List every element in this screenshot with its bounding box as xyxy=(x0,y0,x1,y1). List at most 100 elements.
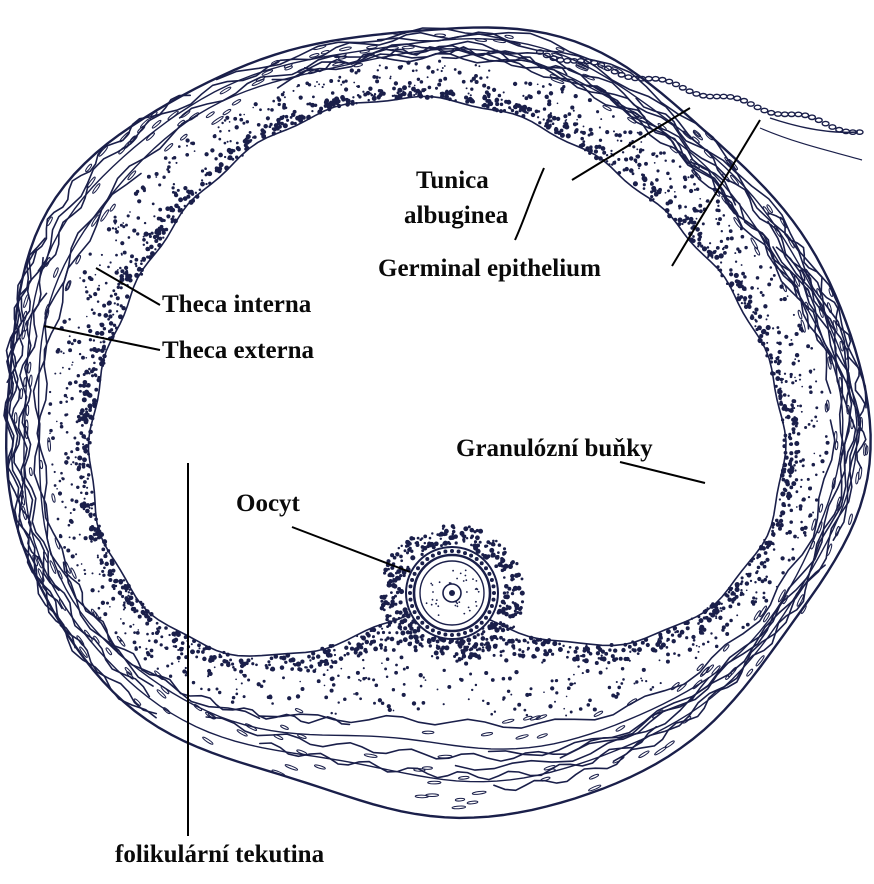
theca-cell-dot xyxy=(355,670,360,675)
theca-cell-dot xyxy=(218,137,222,141)
granulosa-cell-dot xyxy=(265,665,269,670)
cumulus-cell-dot xyxy=(400,559,404,563)
theca-cell-dot xyxy=(354,71,358,75)
theca-cell-dot xyxy=(235,688,238,691)
theca-cell-dot xyxy=(380,701,385,706)
granulosa-cell-dot xyxy=(486,104,489,107)
granulosa-cell-dot xyxy=(381,630,386,635)
theca-cell-dot xyxy=(143,221,147,225)
granulosa-cell-dot xyxy=(411,86,416,92)
theca-cell-dot xyxy=(582,125,585,128)
layer-contour xyxy=(4,26,872,820)
ooplasm-granule xyxy=(437,605,440,608)
germinal-epithelium-label: Germinal epithelium xyxy=(378,255,601,282)
spindle-nucleus xyxy=(794,274,801,287)
cumulus-cell-dot xyxy=(435,639,440,644)
theca-cell-dot xyxy=(490,678,495,682)
granulosa-cell-dot xyxy=(791,427,796,432)
theca-cell-dot xyxy=(740,264,743,266)
theca-cell-dot xyxy=(688,188,694,194)
granulosa-cell-dot xyxy=(356,642,361,647)
theca-cell-dot xyxy=(138,645,142,649)
theca-cell-dot xyxy=(88,328,93,334)
granulosa-cell-dot xyxy=(715,615,718,618)
granulosa-cell-dot xyxy=(159,224,164,229)
layer-contour xyxy=(37,47,844,750)
granulosa-cell-dot xyxy=(504,641,509,646)
cumulus-cell-dot xyxy=(503,576,506,579)
cumulus-cell-dot xyxy=(487,626,492,631)
granulosa-cell-dot xyxy=(171,215,175,218)
theca-cell-dot xyxy=(114,227,118,231)
theca-cell-dot xyxy=(804,534,807,537)
spindle-nucleus xyxy=(51,493,56,503)
theca-cell-dot xyxy=(573,93,578,99)
spindle-nucleus xyxy=(750,237,759,250)
cumulus-cell-dot xyxy=(520,600,525,604)
theca-cell-dot xyxy=(517,702,522,707)
granulosa-cell-dot xyxy=(621,647,626,653)
theca-cell-dot xyxy=(99,616,102,619)
granulosa-cell-dot xyxy=(183,186,188,191)
theca-cell-dot xyxy=(182,669,187,674)
granulosa-cell-dot xyxy=(126,600,132,605)
granulosa-cell-dot xyxy=(359,645,364,650)
granulosa-cell-dot xyxy=(488,101,494,107)
theca-cell-dot xyxy=(175,161,178,164)
theca-cell-dot xyxy=(282,102,287,107)
theca-cell-dot xyxy=(248,130,252,134)
spindle-nucleus xyxy=(193,704,203,712)
granulosa-cell-dot xyxy=(251,662,255,666)
granulosa-cell-dot xyxy=(485,637,489,641)
theca-cell-dot xyxy=(667,189,670,193)
epithelial-cell xyxy=(835,126,844,133)
spindle-nucleus xyxy=(273,734,284,740)
theca-cell-dot xyxy=(402,667,406,671)
theca-cell-dot xyxy=(815,406,819,410)
theca-cell-dot xyxy=(785,531,789,535)
granulosa-cell-dot xyxy=(381,638,384,641)
theca-cell-dot xyxy=(80,563,83,565)
granulosa-cell-dot xyxy=(118,578,124,584)
cumulus-cell-dot xyxy=(441,527,445,530)
spindle-nucleus xyxy=(818,503,824,513)
spindle-nucleus xyxy=(669,145,678,154)
theca-cell-dot xyxy=(117,226,120,228)
granulosa-cell-dot xyxy=(220,662,224,667)
theca-cell-dot xyxy=(172,183,176,186)
granulosa-cell-dot xyxy=(534,646,540,652)
granulosa-cell-dot xyxy=(88,506,91,509)
granulosa-cell-dot xyxy=(145,241,149,244)
corona-cell-dot xyxy=(410,604,415,608)
theca-cell-dot xyxy=(655,178,659,182)
granulosa-cell-dot xyxy=(781,501,786,507)
granulosa-cell-dot xyxy=(239,663,245,669)
granulosa-cell-dot xyxy=(99,561,103,565)
epithelial-cell xyxy=(651,75,660,82)
granulosa-cell-dot xyxy=(524,639,527,643)
theca-cell-dot xyxy=(492,87,497,92)
epithelial-cell xyxy=(563,57,572,64)
cumulus-cell-dot xyxy=(397,586,402,591)
cumulus-cell-dot xyxy=(513,609,517,613)
granulosa-cell-dot xyxy=(526,648,529,651)
granulosa-cell-dot xyxy=(697,622,700,625)
theca-cell-dot xyxy=(581,672,584,675)
theca-cell-dot xyxy=(710,632,713,635)
nucleolus xyxy=(449,590,455,596)
theca-cell-dot xyxy=(223,119,227,122)
theca-cell-dot xyxy=(765,575,768,579)
granulosa-cell-dot xyxy=(328,100,334,106)
granulosa-cell-dot xyxy=(734,582,740,588)
cumulus-cell-dot xyxy=(393,578,398,583)
theca-cell-dot xyxy=(100,253,103,256)
theca-cell-dot xyxy=(239,117,244,122)
granulosa-cell-dot xyxy=(697,241,702,246)
cumulus-cell-dot xyxy=(454,541,458,545)
theca-cell-dot xyxy=(486,701,490,706)
epithelial-cell xyxy=(753,104,762,111)
granulosa-cell-dot xyxy=(263,134,266,137)
granulosa-cell-dot xyxy=(622,168,626,172)
theca-cell-dot xyxy=(506,689,511,694)
theca-cell-dot xyxy=(822,470,825,474)
